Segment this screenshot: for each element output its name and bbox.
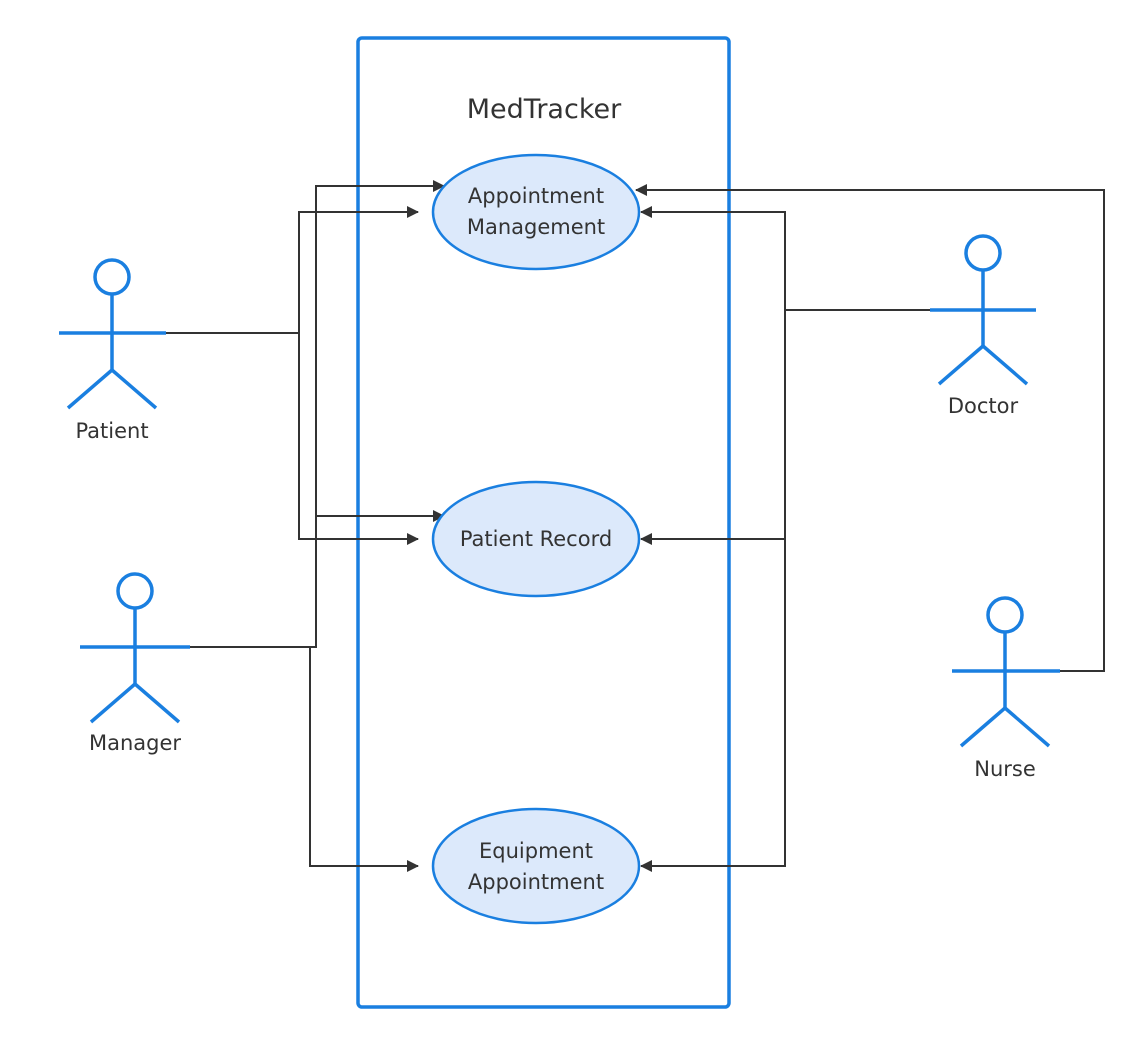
association-doctor-appointment-management xyxy=(640,206,930,311)
actor-label: Nurse xyxy=(974,757,1036,781)
stick-figure-icon xyxy=(952,596,1060,748)
association-manager-appointment-management xyxy=(190,180,445,648)
use-case-appointment-management[interactable]: Appointment Management xyxy=(431,153,641,271)
actor-doctor[interactable]: Doctor xyxy=(930,234,1036,418)
stick-figure-icon xyxy=(59,258,166,410)
use-case-ellipse xyxy=(431,153,641,271)
actor-label: Patient xyxy=(75,419,148,443)
use-case-label: Appointment xyxy=(468,184,604,208)
use-case-label: Management xyxy=(467,215,605,239)
actor-manager[interactable]: Manager xyxy=(80,572,190,755)
actor-label: Manager xyxy=(89,731,181,755)
association-doctor-equipment-appointment xyxy=(640,310,786,872)
use-case-ellipse xyxy=(431,807,641,925)
stick-figure-icon xyxy=(80,572,190,724)
system-title: MedTracker xyxy=(467,94,622,125)
use-case-ellipse xyxy=(431,480,641,598)
system-boundary-box xyxy=(356,36,731,1009)
use-case-label: Appointment xyxy=(468,870,604,894)
association-nurse-appointment-management xyxy=(635,184,1105,672)
actor-patient[interactable]: Patient xyxy=(59,258,166,443)
association-patient-appointment-management xyxy=(166,206,419,334)
association-manager-patient-record xyxy=(315,510,445,647)
associations xyxy=(166,180,1105,872)
association-doctor-patient-record xyxy=(640,310,786,545)
association-patient-patient-record xyxy=(298,333,419,545)
actor-nurse[interactable]: Nurse xyxy=(952,596,1060,781)
system-boundary: MedTracker xyxy=(356,36,731,1009)
use-case-equipment-appointment[interactable]: Equipment Appointment xyxy=(431,807,641,925)
use-case-label: Equipment xyxy=(479,839,593,863)
association-manager-equipment-appointment xyxy=(309,646,419,872)
stick-figure-icon xyxy=(930,234,1036,386)
actor-label: Doctor xyxy=(948,394,1019,418)
use-case-label: Patient Record xyxy=(460,527,612,551)
use-case-patient-record[interactable]: Patient Record xyxy=(431,480,641,598)
